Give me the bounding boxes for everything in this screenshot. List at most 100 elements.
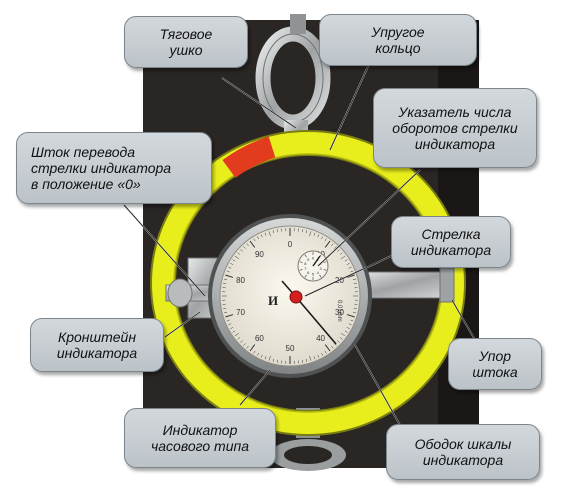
dial-tick (301, 229, 303, 233)
dial-scale-number: 0 (288, 240, 293, 249)
dial-scale-number: 80 (236, 276, 245, 285)
dial-tick (272, 358, 275, 362)
dial-tick (225, 314, 234, 318)
dial-tick (348, 266, 352, 269)
needle-hub (289, 290, 303, 304)
dial-scale-number: 30 (335, 308, 344, 317)
dial-tick (309, 231, 312, 237)
dial-tick (234, 332, 240, 337)
dial-scale-number: 40 (316, 334, 325, 343)
small-dial-number: 7 (304, 266, 307, 271)
dial-tick (246, 243, 249, 247)
dial-tick (321, 352, 323, 356)
dial-tick (346, 314, 355, 318)
dial-tick (339, 252, 343, 255)
dial-tick (268, 355, 271, 361)
small-dial-number: 9 (307, 257, 310, 262)
small-dial-number: 0 (312, 256, 315, 261)
dial-tick (340, 332, 346, 337)
dial-tick (268, 231, 271, 237)
dial-tick (260, 354, 263, 358)
dial-tick (243, 246, 246, 249)
small-dial-number: 8 (304, 261, 307, 266)
dial-tick (340, 255, 346, 260)
dial-center-mark: И (268, 293, 278, 308)
small-dial-tick (299, 269, 303, 271)
small-dial-tick (304, 274, 307, 278)
dial-tick (224, 278, 228, 281)
small-dial-tick (319, 274, 322, 278)
small-dial-number: 5 (312, 272, 315, 277)
indicator-needle (295, 296, 337, 345)
dial-tick (352, 278, 356, 281)
dial-tick (313, 232, 316, 236)
dial-scale-number: 70 (236, 308, 245, 317)
dial-tick (337, 340, 340, 343)
dial-tick (224, 311, 228, 314)
dial-tick (317, 234, 320, 238)
dial-tick (324, 344, 331, 352)
dial-tick (223, 307, 227, 309)
dial-tick (337, 249, 340, 252)
leader-lines-dark (123, 61, 476, 426)
dial-tick (272, 230, 275, 234)
dial-tick (249, 344, 256, 352)
dial-tick (253, 238, 256, 242)
dial-tick (240, 249, 243, 252)
small-dial-tick (323, 269, 327, 271)
dial-tick (225, 274, 234, 278)
dial-tick (324, 238, 327, 242)
small-dial-number: 6 (307, 270, 310, 275)
small-dial-tick (299, 261, 303, 263)
dial-tick (339, 337, 343, 340)
dial-tick (253, 350, 256, 354)
dial-tick (260, 234, 263, 238)
dial-scale-number: 50 (286, 344, 295, 353)
dial-tick (305, 230, 308, 234)
revolution-pointer (312, 255, 321, 267)
dial-scale-number: 60 (255, 334, 264, 343)
dial-tick (228, 323, 232, 326)
dial-tick (344, 259, 348, 262)
dial-tick (348, 323, 352, 326)
dial-tick (350, 319, 354, 322)
dial-tick (313, 356, 316, 360)
dial-tick (350, 270, 354, 273)
small-dial-number: 3 (319, 266, 322, 271)
dial-tick (331, 345, 334, 349)
dial-tick (264, 356, 267, 360)
dial-tick (230, 263, 234, 265)
dial-tick (232, 330, 236, 333)
dial-tick (301, 359, 303, 363)
dial-tick (277, 359, 279, 363)
small-dial-tick (304, 254, 307, 258)
dial-tick (305, 358, 308, 362)
ring-red-segment (222, 136, 276, 179)
dial-tick (237, 252, 241, 255)
small-dial-number: 4 (317, 270, 320, 275)
dial-tick (344, 330, 348, 333)
dial-tick (352, 311, 356, 314)
dial-tick (237, 337, 241, 340)
dial-tick (353, 283, 357, 285)
dial-tick (317, 354, 320, 358)
dial-tick (243, 343, 246, 346)
dial-tick (346, 327, 350, 329)
dial-tick (257, 352, 259, 356)
dial-tick (334, 246, 337, 249)
dial-tick (240, 340, 243, 343)
dial-tick (230, 327, 234, 329)
dial-tick (257, 236, 259, 240)
dial-tick (226, 270, 230, 273)
dial-tick (324, 240, 331, 248)
dial-tick (223, 283, 227, 285)
dial-tick (264, 232, 267, 236)
